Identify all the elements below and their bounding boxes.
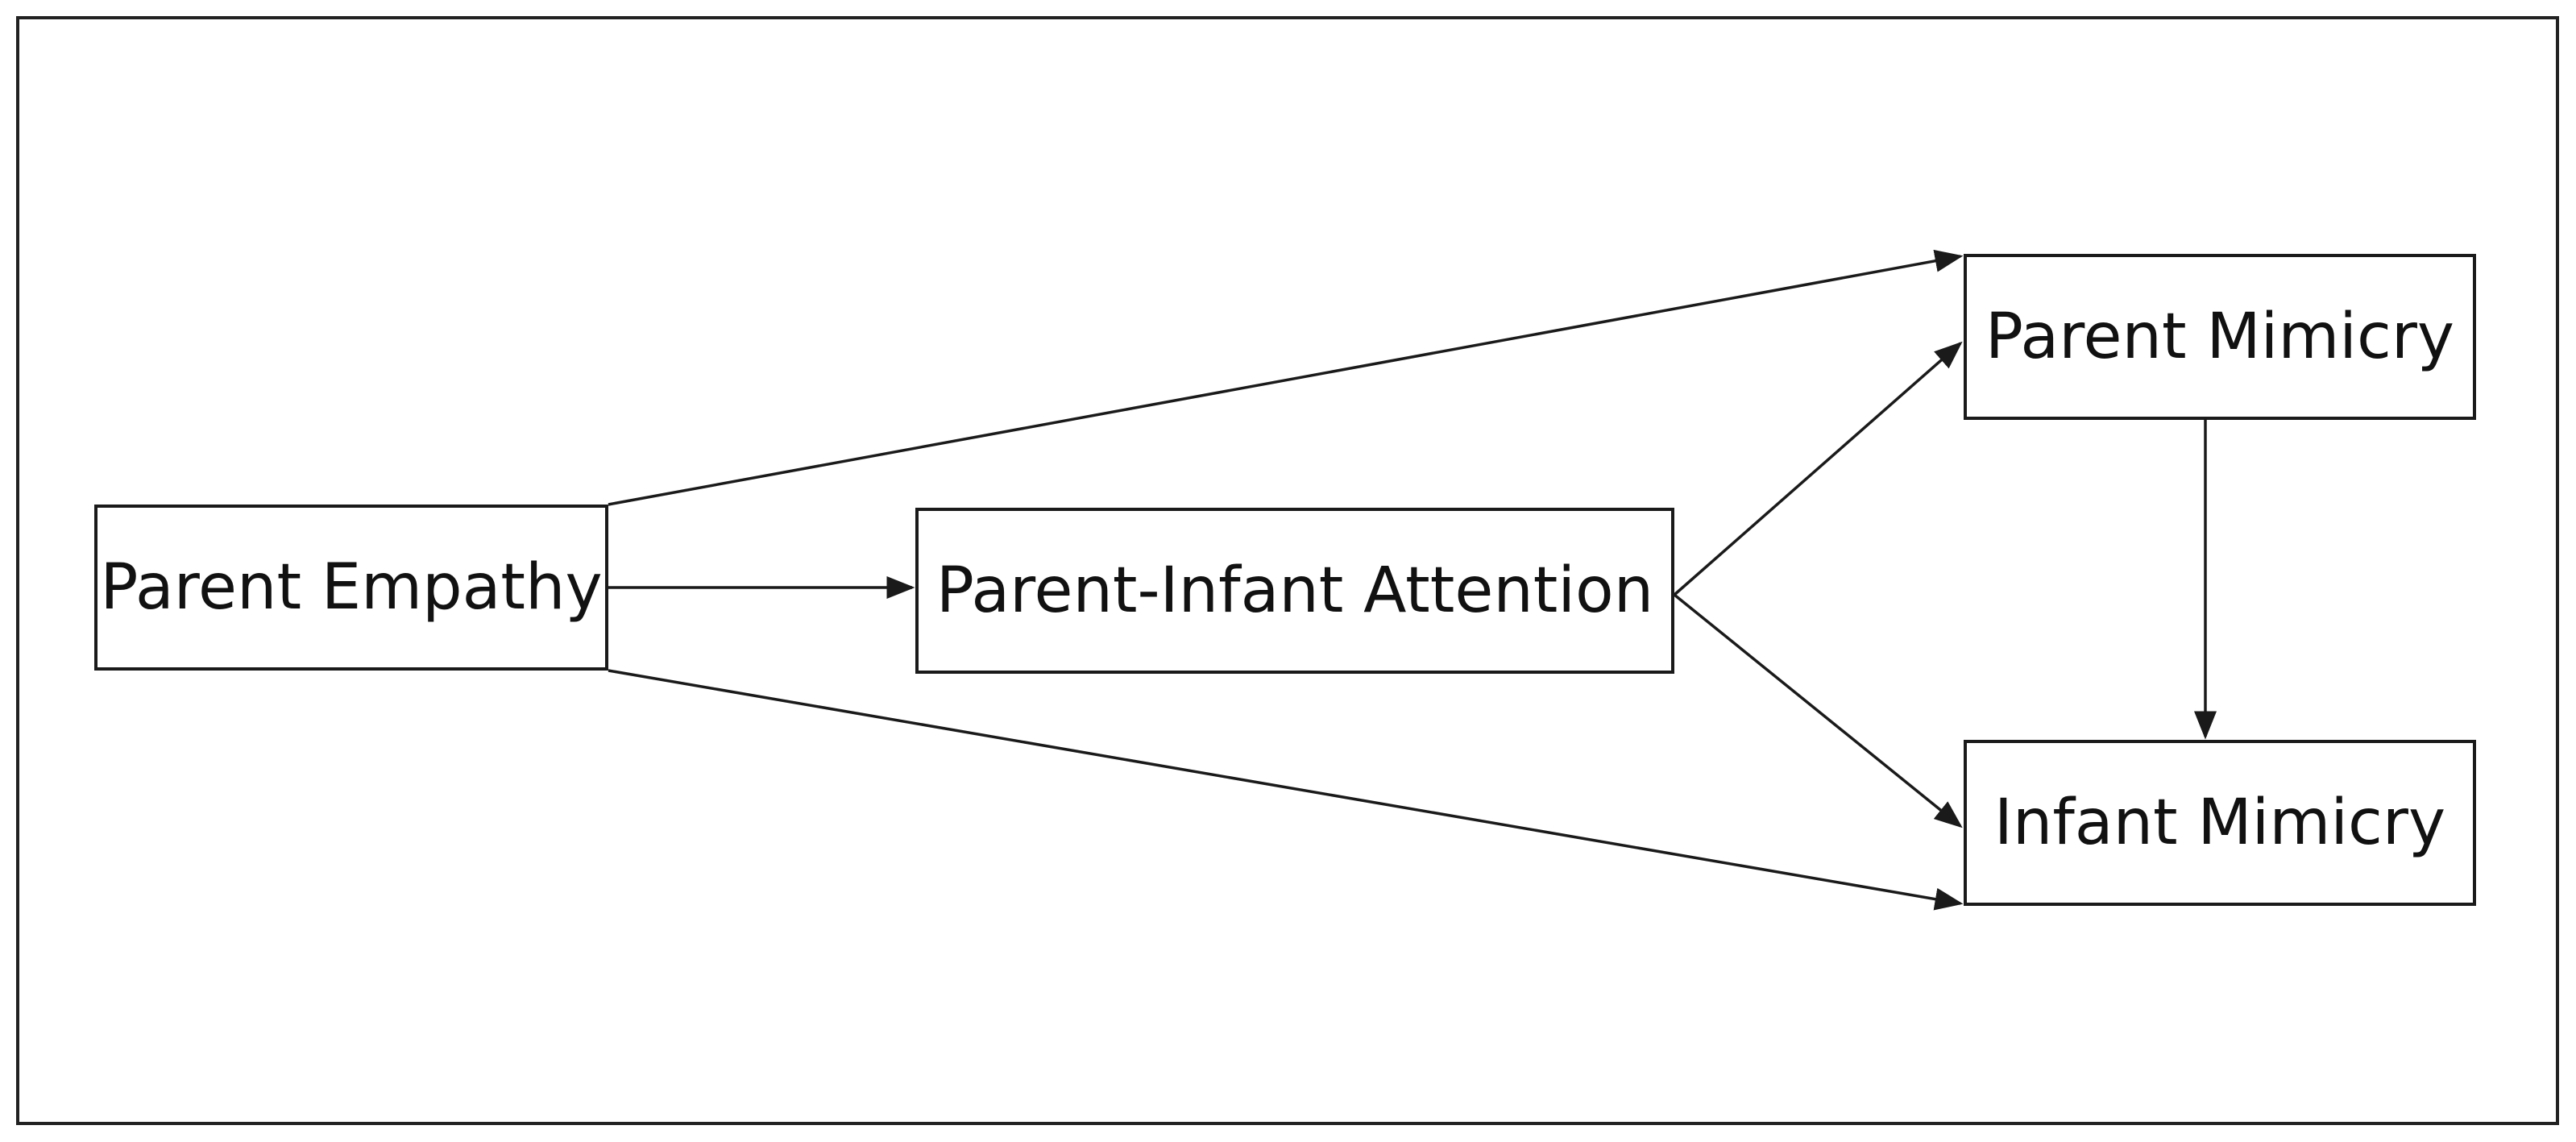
node-label: Parent-Infant Attention <box>935 554 1654 627</box>
node-parent-infant-attention: Parent-Infant Attention <box>915 508 1674 674</box>
node-label: Parent Mimicry <box>1985 301 2455 373</box>
node-parent-empathy: Parent Empathy <box>94 505 608 671</box>
edge-attention-to-infant-mimicry <box>1673 593 1963 828</box>
edge-empathy-to-parent-mimicry <box>608 249 1964 506</box>
node-infant-mimicry: Infant Mimicry <box>1964 740 2476 906</box>
node-label: Infant Mimicry <box>1993 787 2446 859</box>
node-parent-mimicry: Parent Mimicry <box>1964 254 2476 420</box>
diagram-frame <box>16 16 2559 1125</box>
node-label: Parent Empathy <box>100 551 603 624</box>
edge-empathy-to-infant-mimicry <box>608 669 1964 911</box>
edge-attention-to-parent-mimicry <box>1673 341 1963 596</box>
